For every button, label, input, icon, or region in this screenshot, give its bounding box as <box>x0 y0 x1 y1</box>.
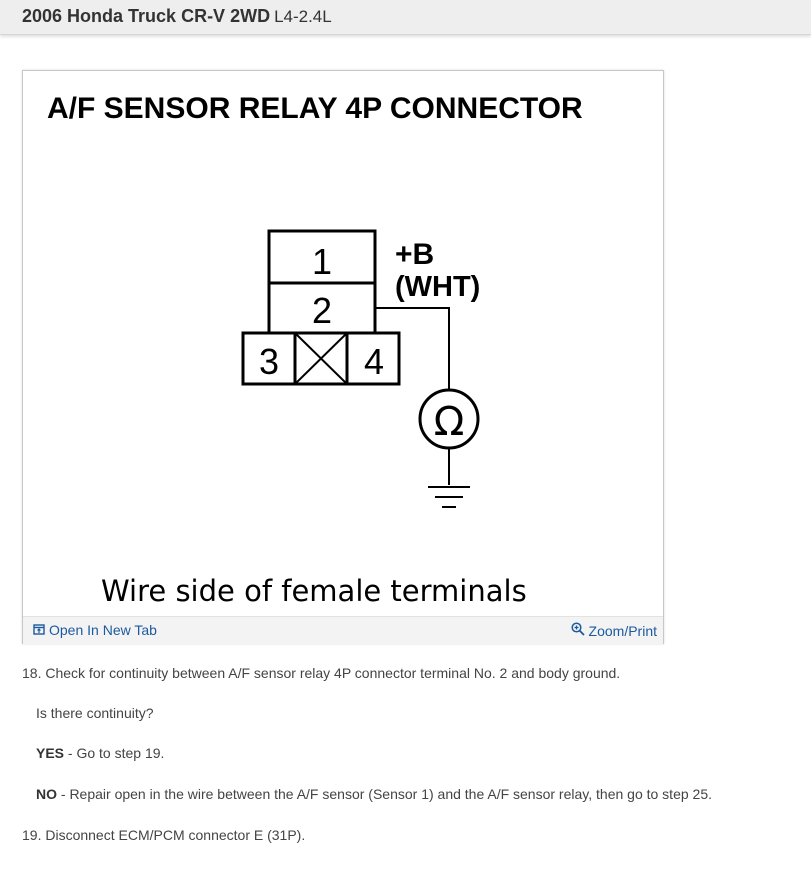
figure-card: A/F SENSOR RELAY 4P CONNECTOR 1 2 3 4 +B… <box>22 70 664 644</box>
no-branch: NO - Repair open in the wire between the… <box>36 786 712 802</box>
ohmmeter-symbol <box>418 388 480 450</box>
wire-color-label: (WHT) <box>395 271 480 303</box>
yes-branch: YES - Go to step 19. <box>36 745 164 761</box>
open-in-new-tab-link[interactable]: Open In New Tab <box>33 622 157 638</box>
zoom-print-label: Zoom/Print <box>588 622 657 639</box>
diagram-caption: Wire side of female terminals <box>101 574 527 608</box>
diagram-title: A/F SENSOR RELAY 4P CONNECTOR <box>47 92 583 125</box>
yes-label: YES <box>36 745 65 761</box>
open-in-new-tab-icon <box>33 622 45 638</box>
figure-toolbar: Open In New Tab Zoom/Print <box>23 616 663 644</box>
terminal-3-label: 3 <box>259 341 279 382</box>
test-wire <box>375 307 450 485</box>
no-label: NO <box>36 786 57 802</box>
connector-diagram: A/F SENSOR RELAY 4P CONNECTOR 1 2 3 4 +B… <box>47 92 583 608</box>
vehicle-name: 2006 Honda Truck CR-V 2WD <box>22 6 271 26</box>
ground-icon <box>428 486 470 508</box>
continuity-question: Is there continuity? <box>36 705 154 721</box>
yes-text: - Go to step 19. <box>64 745 165 761</box>
zoom-in-icon <box>570 622 585 639</box>
terminal-2-label: 2 <box>312 290 332 331</box>
terminal-4-label: 4 <box>364 341 384 382</box>
step-19-text: 19. Disconnect ECM/PCM connector E (31P)… <box>22 827 306 843</box>
open-in-new-tab-label: Open In New Tab <box>49 622 157 638</box>
engine-spec: L4-2.4L <box>274 7 332 26</box>
no-text: - Repair open in the wire between the A/… <box>57 786 712 802</box>
step-18-text: 18. Check for continuity between A/F sen… <box>22 665 621 681</box>
terminal-1-label: 1 <box>312 241 332 282</box>
ohm-symbol-icon: Ω <box>434 399 465 445</box>
connector-shape <box>241 229 401 386</box>
zoom-print-link[interactable]: Zoom/Print <box>570 622 657 639</box>
battery-positive-label: +B <box>395 238 434 271</box>
